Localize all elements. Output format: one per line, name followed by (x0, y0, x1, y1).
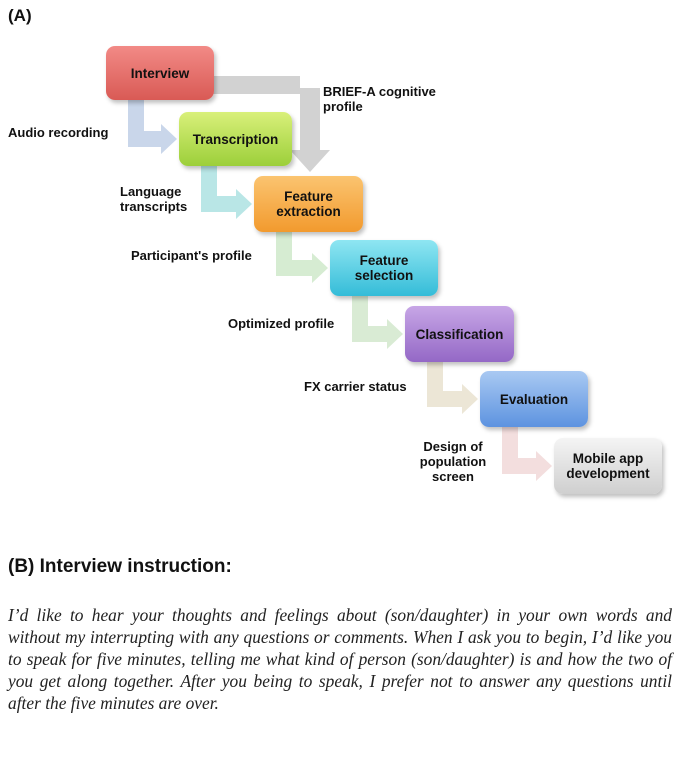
step-interview: Interview (106, 46, 214, 100)
arrow-design (502, 427, 552, 481)
panel-b-instruction-text: I’d like to hear your thoughts and feeli… (8, 605, 672, 713)
step-feature-extraction: Feature extraction (254, 176, 363, 232)
flow-arrows (128, 76, 552, 481)
arrow-optimized (352, 296, 403, 349)
label-design-of-population-screen: Design of population screen (419, 439, 487, 484)
label-fx-carrier-status: FX carrier status (304, 379, 407, 394)
arrow-audio (128, 100, 177, 154)
step-feature-selection: Feature selection (330, 240, 438, 296)
step-transcription: Transcription (179, 112, 292, 166)
label-language-transcripts: Language transcripts (120, 184, 188, 214)
brief-a-arrow (212, 76, 330, 172)
panel-b-title: (B) Interview instruction: (8, 556, 232, 577)
arrow-fx (427, 362, 478, 414)
arrow-participant (276, 232, 328, 283)
step-classification: Classification (405, 306, 514, 362)
step-evaluation: Evaluation (480, 371, 588, 427)
panel-a-label: (A) (8, 6, 32, 25)
label-audio-recording: Audio recording (8, 125, 109, 140)
label-optimized-profile: Optimized profile (228, 316, 335, 331)
label-participants-profile: Participant's profile (131, 248, 252, 263)
step-mobile-app-development: Mobile app development (554, 438, 662, 494)
arrow-language (201, 166, 252, 219)
label-brief-a: BRIEF-A cognitive profile (323, 84, 436, 114)
